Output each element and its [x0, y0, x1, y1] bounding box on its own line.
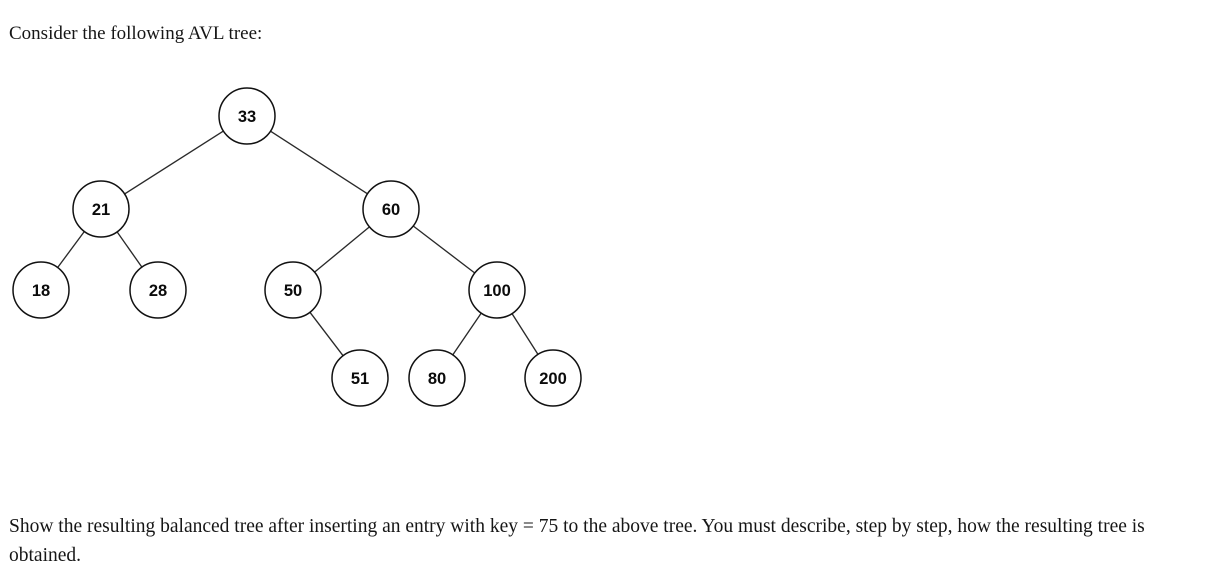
node-circle-33	[218, 87, 276, 145]
node-circle-80	[408, 349, 466, 407]
node-circle-100	[468, 261, 526, 319]
node-circle-28	[129, 261, 187, 319]
node-label-80: 80	[428, 370, 446, 388]
tree-node-layer: 33 21 60 18 28 50 100 51 80 200	[12, 87, 582, 407]
tree-edge-33-to-21	[124, 130, 224, 195]
tree-edge-layer	[57, 130, 539, 357]
node-label-51: 51	[351, 370, 369, 388]
node-label-60: 60	[382, 201, 400, 219]
node-circle-200	[524, 349, 582, 407]
node-label-28: 28	[149, 282, 167, 300]
question-text: Show the resulting balanced tree after i…	[9, 516, 1150, 566]
tree-node-200: 200	[524, 349, 582, 407]
tree-edge-50-to-51	[309, 311, 344, 357]
tree-edge-100-to-200	[511, 313, 539, 355]
node-label-200: 200	[539, 370, 567, 388]
tree-node-100: 100	[468, 261, 526, 319]
tree-node-18: 18	[12, 261, 70, 319]
tree-node-80: 80	[408, 349, 466, 407]
node-circle-50	[264, 261, 322, 319]
tree-node-51: 51	[331, 349, 389, 407]
tree-edge-33-to-60	[270, 130, 368, 195]
avl-tree-diagram: 33 21 60 18 28 50 100 51 80 200	[0, 70, 640, 430]
tree-edge-100-to-80	[452, 312, 482, 356]
node-label-50: 50	[284, 282, 302, 300]
node-label-100: 100	[483, 282, 511, 300]
tree-node-28: 28	[129, 261, 187, 319]
tree-node-50: 50	[264, 261, 322, 319]
tree-edge-60-to-50	[314, 226, 370, 273]
node-circle-60	[362, 180, 420, 238]
tree-node-21: 21	[72, 180, 130, 238]
avl-tree-svg: 33 21 60 18 28 50 100 51 80 200	[12, 87, 582, 407]
node-label-18: 18	[32, 282, 50, 300]
node-label-33: 33	[238, 108, 256, 126]
node-label-21: 21	[92, 201, 110, 219]
tree-edge-21-to-28	[116, 231, 143, 268]
tree-node-33: 33	[218, 87, 276, 145]
intro-text: Consider the following AVL tree:	[9, 23, 263, 44]
node-circle-21	[72, 180, 130, 238]
node-circle-18	[12, 261, 70, 319]
tree-edge-60-to-100	[412, 225, 476, 274]
tree-node-60: 60	[362, 180, 420, 238]
tree-edge-21-to-18	[57, 231, 85, 268]
node-circle-51	[331, 349, 389, 407]
